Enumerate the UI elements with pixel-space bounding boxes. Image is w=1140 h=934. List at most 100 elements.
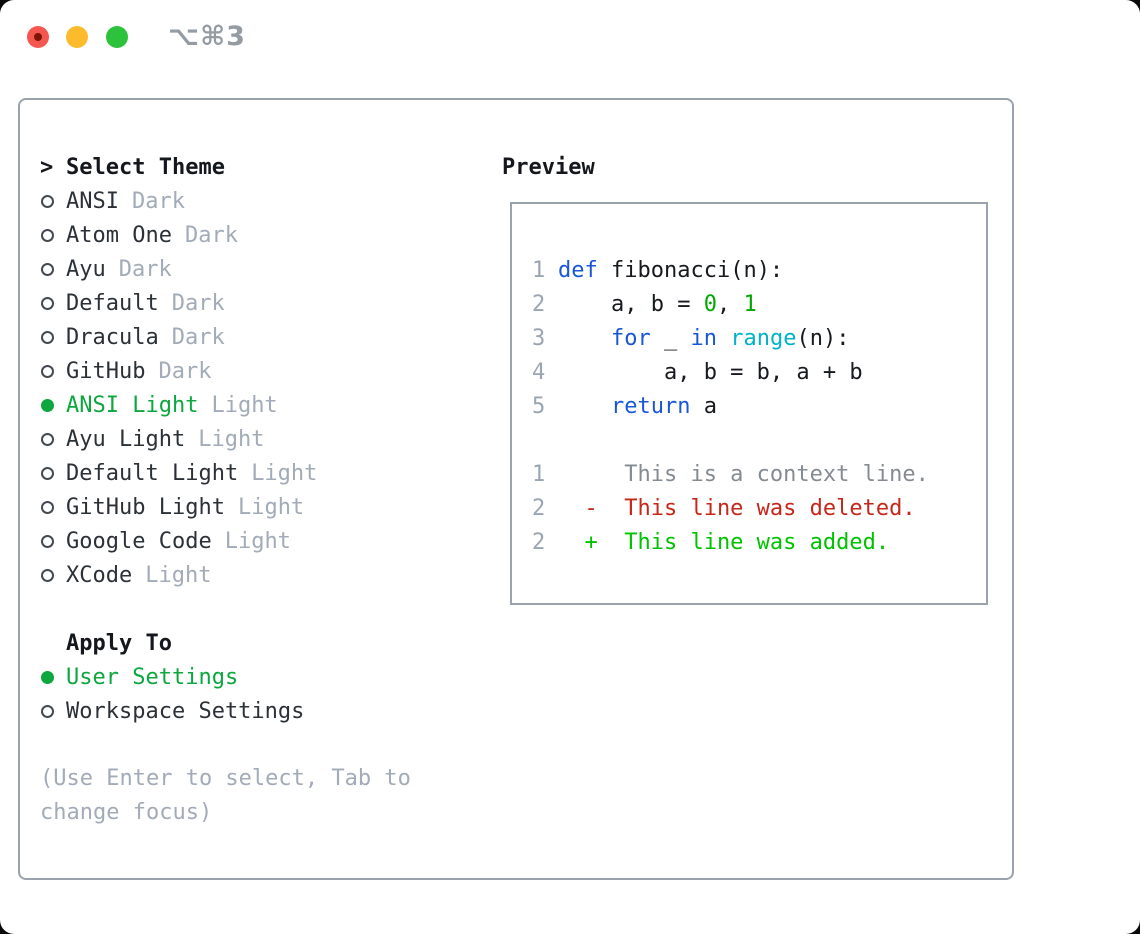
theme-option-label: ANSI (66, 188, 119, 214)
theme-variant-tag: Dark (118, 256, 172, 282)
blank-line (532, 423, 929, 457)
code-token: , (716, 291, 744, 317)
radio-icon (41, 194, 54, 208)
radio-icon (41, 500, 54, 514)
radio-icon (41, 364, 54, 378)
theme-option-label: Default (66, 290, 159, 316)
code-token: for (610, 325, 651, 351)
apply-to-header: Apply To (40, 626, 411, 660)
code-token: return (610, 393, 691, 419)
code-token: + This line was added. (558, 529, 890, 555)
code-token: 1 (743, 291, 757, 317)
theme-variant-tag: Light (198, 426, 265, 452)
prompt-arrow-icon: > (40, 154, 54, 180)
radio-icon (41, 228, 54, 242)
title-bar: ⌥⌘3 (0, 0, 1140, 74)
code-token: This is a context line. (558, 461, 929, 487)
theme-variant-tag: Dark (158, 358, 212, 384)
theme-option[interactable]: Ayu Light Light (40, 422, 411, 456)
apply-to-title: Apply To (66, 630, 172, 656)
radio-icon (41, 432, 54, 446)
theme-option[interactable]: Atom One Dark (40, 218, 411, 252)
close-button-dot-icon (34, 33, 42, 41)
window-title: ⌥⌘3 (168, 21, 246, 52)
theme-option-label: GitHub (66, 358, 146, 384)
code-line: 2 a, b = 0, 1 (532, 287, 929, 321)
code-token: in (690, 325, 717, 351)
code-token: a, b = b, a + b (558, 359, 863, 385)
theme-option-label: Dracula (66, 324, 159, 350)
theme-option-label: Atom One (66, 222, 172, 248)
code-line: 1 This is a context line. (532, 457, 929, 491)
line-number: 3 (532, 325, 546, 351)
theme-option-label: Google Code (66, 528, 212, 554)
apply-target-option[interactable]: User Settings (40, 660, 411, 694)
theme-variant-tag: Dark (171, 290, 225, 316)
theme-option-label: GitHub Light (66, 494, 225, 520)
code-token: fibonacci(n): (597, 257, 784, 283)
theme-option[interactable]: Dracula Dark (40, 320, 411, 354)
zoom-button[interactable] (106, 26, 128, 48)
radio-icon (41, 568, 54, 582)
theme-option[interactable]: Default Light Light (40, 456, 411, 490)
code-token (717, 326, 730, 351)
theme-variant-tag: Dark (171, 324, 225, 350)
code-token: _ (650, 325, 691, 351)
apply-target-option-label: User Settings (66, 664, 239, 690)
theme-option-label: Ayu Light (66, 426, 186, 452)
keyboard-hint-line: (Use Enter to select, Tab to (40, 766, 411, 791)
code-line: 1 def fibonacci(n): (532, 253, 929, 287)
select-theme-header: > Select Theme (40, 150, 411, 184)
line-number: 2 (532, 529, 546, 555)
code-line: 5 return a (532, 389, 929, 423)
theme-variant-tag: Dark (131, 188, 185, 214)
code-token: (n): (796, 325, 850, 351)
line-number: 1 (532, 257, 546, 283)
theme-option-label: XCode (66, 562, 133, 588)
theme-variant-tag: Light (211, 392, 278, 418)
theme-option[interactable]: Google Code Light (40, 524, 411, 558)
theme-option-label: Default Light (66, 460, 239, 486)
radio-icon (41, 534, 54, 548)
apply-target-option-label: Workspace Settings (66, 698, 305, 724)
close-button[interactable] (27, 26, 49, 48)
theme-option[interactable]: ANSI Dark (40, 184, 411, 218)
theme-option[interactable]: ANSI Light Light (40, 388, 411, 422)
radio-selected-icon (41, 398, 54, 412)
radio-icon (41, 466, 54, 480)
code-line: 3 for _ in range(n): (532, 321, 929, 355)
radio-selected-icon (41, 670, 54, 684)
preview-header: Preview (502, 150, 595, 184)
line-number: 4 (532, 359, 546, 385)
radio-icon (41, 296, 54, 310)
minimize-button[interactable] (66, 26, 88, 48)
code-line: 4 a, b = b, a + b (532, 355, 929, 389)
theme-option[interactable]: GitHub Dark (40, 354, 411, 388)
theme-variant-tag: Light (251, 460, 318, 486)
code-token (558, 394, 611, 419)
theme-option-label: ANSI Light (66, 392, 199, 418)
code-token: - This line was deleted. (558, 495, 916, 521)
code-token: range (730, 325, 797, 351)
apply-target-option[interactable]: Workspace Settings (40, 694, 411, 728)
code-token: a, b = (558, 291, 704, 317)
code-token: a (690, 393, 717, 419)
theme-variant-tag: Light (224, 528, 291, 554)
line-number: 2 (532, 291, 546, 317)
theme-option[interactable]: Default Dark (40, 286, 411, 320)
code-token: def (558, 257, 598, 283)
code-token (558, 326, 611, 351)
theme-variant-tag: Dark (184, 222, 238, 248)
radio-icon (41, 330, 54, 344)
